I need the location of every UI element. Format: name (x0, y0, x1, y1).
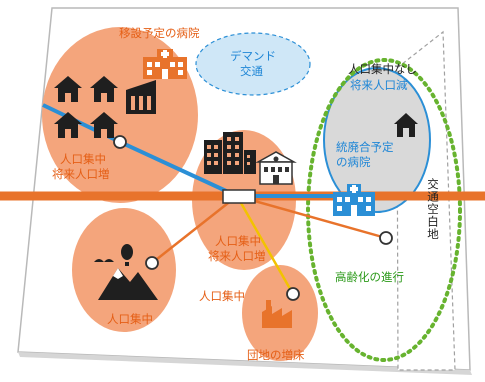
label-merged-hospital-2: の病院 (336, 155, 371, 169)
bus-stop-housing-estate (286, 287, 300, 301)
bus-route-orange-west (151, 195, 238, 264)
bus-stop-east (379, 231, 393, 245)
factory-icon (262, 300, 292, 328)
hospital-icon (333, 184, 375, 216)
label-no-concentration: 人口集中なし (348, 62, 417, 76)
label-concentration-a-1: 人口集中 (60, 152, 106, 166)
label-concentration-c: 人口集中 (107, 312, 153, 326)
label-concentration-b-1: 人口集中 (215, 234, 261, 248)
zone-population-concentration-mountain (72, 208, 176, 332)
house-icon (394, 113, 418, 137)
label-demand-transport-1: デマンド (230, 49, 276, 63)
houses-icon (54, 76, 156, 138)
bus-route-blue-2 (119, 140, 238, 198)
label-merged-hospital-1: 統廃合予定 (336, 140, 394, 154)
bus-stop-northwest (113, 135, 127, 149)
bus-route-orange-east (236, 194, 387, 240)
office-buildings-icon (204, 132, 256, 174)
mountain-balloon-icon (94, 244, 158, 300)
label-concentration-a-2: 将来人口増 (52, 167, 110, 181)
label-transport-gap: 交通空白地 (426, 178, 440, 241)
label-relocated-hospital: 移設予定の病院 (119, 26, 200, 40)
zone-population-decrease (323, 67, 431, 213)
zone-demand-transport (195, 32, 311, 96)
label-concentration-b-2: 将来人口増 (208, 249, 266, 263)
hospital-icon (143, 49, 187, 79)
school-icon (255, 151, 297, 185)
label-housing-estate: 団地の増床 (247, 348, 305, 362)
bus-route-yellow (235, 195, 295, 295)
zone-aging (306, 58, 462, 362)
label-demand-transport-2: 交通 (240, 64, 263, 78)
map-paper-edge (18, 352, 472, 375)
central-station (222, 189, 256, 204)
label-future-population-decrease: 将来人口減 (350, 78, 408, 92)
label-concentration-d: 人口集中 (199, 289, 245, 303)
label-aging: 高齢化の進行 (335, 270, 404, 284)
bus-stop-mountain (145, 256, 159, 270)
